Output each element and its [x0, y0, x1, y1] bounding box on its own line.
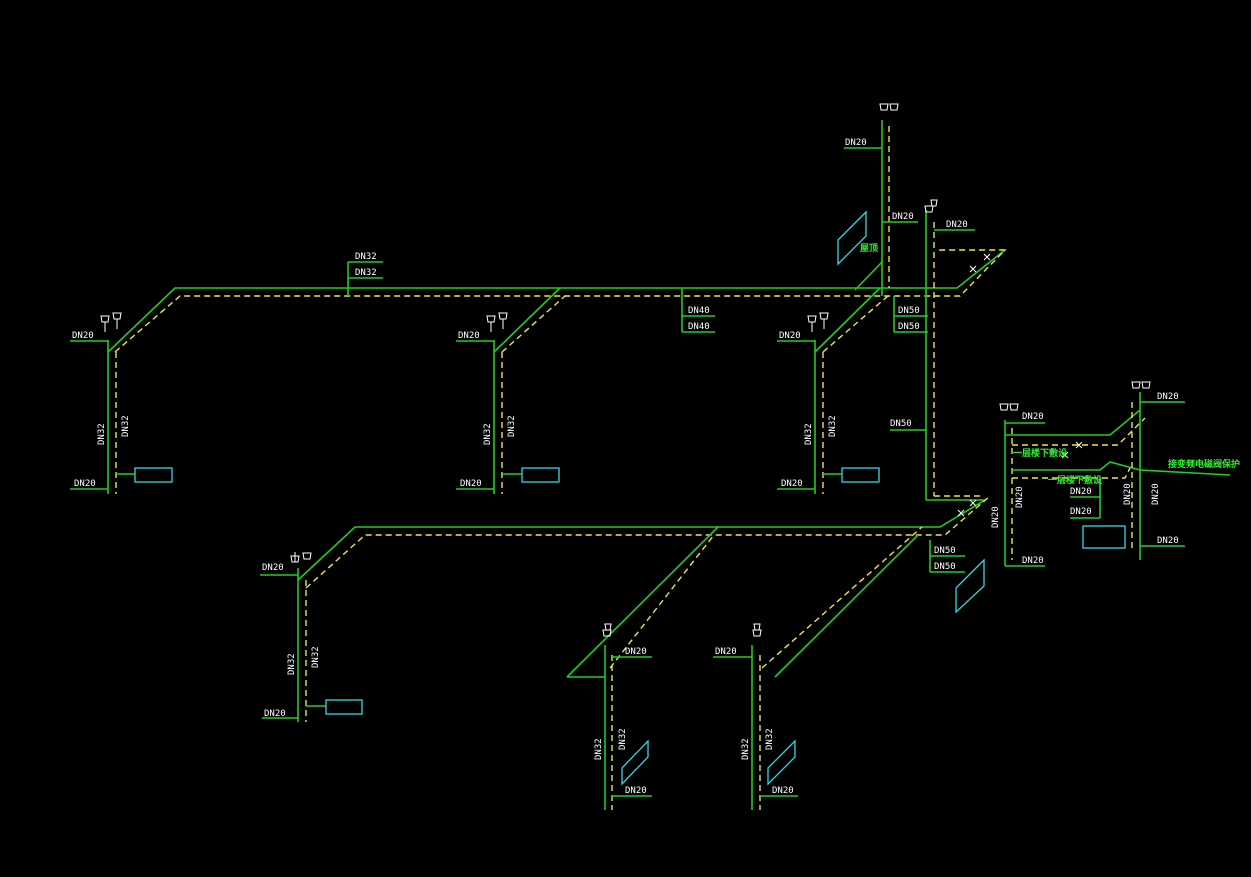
equipment-panel [955, 558, 985, 614]
lower-main-header [297, 495, 991, 678]
riser-1 [70, 312, 173, 494]
label-dn50: DN50 [890, 419, 912, 429]
note-right: 接变频电磁阀保护 [1168, 458, 1240, 470]
radiator [767, 739, 796, 786]
label-dn32: DN32 [355, 268, 377, 278]
upper-main-header [107, 249, 1007, 353]
label-dn32: DN32 [594, 738, 604, 760]
fan-coil-unit [841, 467, 880, 483]
riser-4 [260, 552, 363, 722]
label-dn32: DN32 [121, 415, 131, 437]
label-dn40: DN40 [688, 322, 710, 332]
label-dn20: DN20 [264, 709, 286, 719]
annotation-notes: 屋顶 一层楼下敷设 一层楼下敷设 接变频电磁阀保护 [860, 243, 1240, 486]
label-dn40: DN40 [688, 306, 710, 316]
fan-coil-unit [325, 699, 363, 715]
pump-unit [1082, 525, 1126, 549]
label-dn20: DN20 [1070, 487, 1092, 497]
roof-equipment [837, 210, 867, 266]
label-dn20: DN20 [781, 479, 803, 489]
label-dn32: DN32 [804, 423, 814, 445]
valve-pair-right [1061, 441, 1083, 459]
label-dn20: DN20 [1070, 507, 1092, 517]
roof-riser [837, 103, 918, 296]
label-dn50: DN50 [898, 306, 920, 316]
label-dn20: DN20 [625, 786, 647, 796]
note-roof: 屋顶 [860, 243, 878, 254]
riser-2 [456, 287, 566, 494]
label-dn20: DN20 [460, 479, 482, 489]
label-dn32: DN32 [741, 738, 751, 760]
label-dn50: DN50 [934, 562, 956, 572]
label-dn20: DN20 [1123, 483, 1133, 505]
label-dn20: DN20 [625, 647, 647, 657]
label-dn32: DN32 [97, 423, 107, 445]
label-dn20: DN20 [458, 331, 480, 341]
riser-3 [777, 287, 889, 494]
label-dn20: DN20 [1015, 486, 1025, 508]
label-dn32: DN32 [355, 252, 377, 262]
fan-coil-unit [134, 467, 173, 483]
radiator [621, 739, 649, 786]
label-dn20: DN20 [991, 506, 1001, 528]
label-dn20: DN20 [779, 331, 801, 341]
right-cluster [999, 381, 1231, 567]
label-dn20: DN20 [1022, 556, 1044, 566]
label-dn20: DN20 [1157, 536, 1179, 546]
riser-6 [713, 623, 798, 810]
label-dn50: DN50 [934, 546, 956, 556]
label-dn32: DN32 [828, 415, 838, 437]
dn50-trunk [890, 199, 991, 501]
label-dn20: DN20 [946, 220, 968, 230]
label-dn32: DN32 [311, 646, 321, 668]
fan-coil-unit [521, 467, 560, 483]
valve-pair-top [969, 253, 991, 273]
valve-pair-mid [957, 499, 977, 517]
label-dn32: DN32 [507, 415, 517, 437]
label-dn50: DN50 [898, 322, 920, 332]
label-dn20: DN20 [772, 786, 794, 796]
note-below-floor-1: 一层楼下敷设 [1013, 447, 1068, 459]
note-below-floor-2: 一层楼下敷设 [1048, 474, 1103, 486]
label-dn20: DN20 [1151, 483, 1161, 505]
label-dn20: DN20 [892, 212, 914, 222]
label-dn20: DN20 [715, 647, 737, 657]
label-dn20: DN20 [72, 331, 94, 341]
label-dn32: DN32 [618, 728, 628, 750]
label-dn20: DN20 [262, 563, 284, 573]
label-dn32: DN32 [287, 653, 297, 675]
label-dn20: DN20 [1022, 412, 1044, 422]
riser-5 [602, 623, 652, 810]
label-dn20: DN20 [1157, 392, 1179, 402]
label-dn32: DN32 [483, 423, 493, 445]
dimension-labels: DN32 DN32 DN40 DN40 DN50 DN50 DN50 DN20 … [72, 138, 1179, 796]
label-dn20: DN20 [74, 479, 96, 489]
label-dn20: DN20 [845, 138, 867, 148]
label-dn32: DN32 [765, 728, 775, 750]
